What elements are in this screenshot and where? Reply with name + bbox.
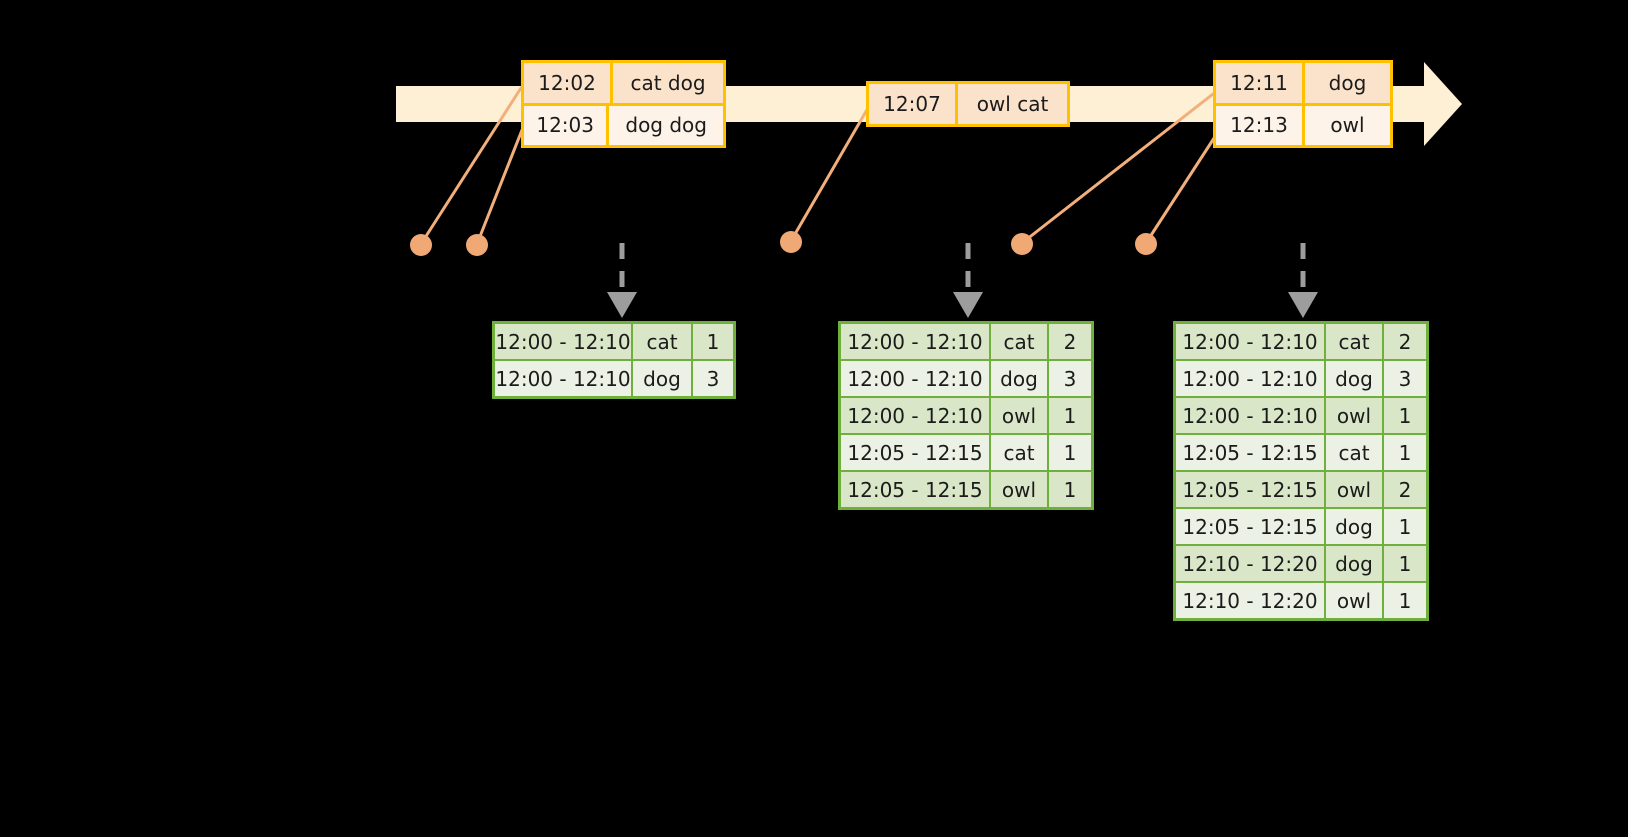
window-cell: 12:00 - 12:10 [1176, 361, 1324, 396]
event-row: 12:13 owl [1216, 102, 1390, 145]
event-time: 12:13 [1216, 105, 1305, 145]
window-cell: 12:00 - 12:10 [1176, 398, 1324, 433]
word-cell: dog [1326, 546, 1382, 581]
window-cell: 12:10 - 12:20 [1176, 583, 1324, 618]
event-time: 12:11 [1216, 63, 1305, 103]
event-words: dog dog [625, 113, 707, 138]
window-cell: 12:05 - 12:15 [841, 472, 989, 507]
word-cell: cat [991, 324, 1047, 359]
word-cell: owl [1326, 472, 1382, 507]
count-cell: 1 [1384, 583, 1426, 618]
word-cell: owl [991, 398, 1047, 433]
flow-arrow-head-2 [953, 292, 983, 318]
count-cell: 1 [1049, 398, 1091, 433]
count-cell: 3 [693, 361, 733, 396]
word-cell: cat [991, 435, 1047, 470]
event-row: 12:11 dog [1216, 63, 1390, 103]
event-marker-1 [410, 234, 432, 256]
count-cell: 1 [1049, 472, 1091, 507]
word-cell: dog [991, 361, 1047, 396]
event-time: 12:02 [524, 63, 613, 103]
event-marker-5 [1135, 233, 1157, 255]
count-cell: 1 [693, 324, 733, 359]
window-cell: 12:05 - 12:15 [1176, 509, 1324, 544]
event-row: 12:02 cat dog [524, 63, 723, 103]
window-cell: 12:05 - 12:15 [1176, 435, 1324, 470]
window-cell: 12:00 - 12:10 [495, 324, 631, 359]
event-row: 12:07 owl cat [869, 84, 1067, 124]
count-cell: 1 [1384, 509, 1426, 544]
word-cell: owl [1326, 398, 1382, 433]
count-cell: 1 [1384, 435, 1426, 470]
event-time: 12:07 [869, 84, 958, 124]
connector-line-2 [475, 123, 526, 246]
word-cell: cat [1326, 324, 1382, 359]
connector-line-4 [1020, 92, 1215, 245]
event-time: 12:03 [524, 105, 610, 145]
connector-line-5 [1144, 130, 1220, 245]
count-cell: 3 [1384, 361, 1426, 396]
count-cell: 1 [1049, 435, 1091, 470]
event-marker-3 [780, 231, 802, 253]
word-cell: cat [1326, 435, 1382, 470]
count-cell: 2 [1384, 324, 1426, 359]
event-box-1[interactable]: 12:02 cat dog 12:03 dog dog [521, 60, 726, 148]
word-cell: cat [633, 324, 691, 359]
event-box-3[interactable]: 12:11 dog 12:13 owl [1213, 60, 1393, 148]
flow-arrow-head-3 [1288, 292, 1318, 318]
count-cell: 1 [1384, 398, 1426, 433]
event-words: owl cat [976, 92, 1049, 116]
window-cell: 12:05 - 12:15 [841, 435, 989, 470]
window-cell: 12:00 - 12:10 [495, 361, 631, 396]
event-words: cat dog [630, 70, 706, 95]
count-cell: 2 [1384, 472, 1426, 507]
event-marker-4 [1011, 233, 1033, 255]
event-box-2[interactable]: 12:07 owl cat [866, 81, 1070, 127]
window-cell: 12:00 - 12:10 [841, 361, 989, 396]
event-marker-2 [466, 234, 488, 256]
window-cell: 12:10 - 12:20 [1176, 546, 1324, 581]
timeline-graphics [396, 62, 1462, 318]
connector-line-3 [789, 106, 870, 243]
word-cell: owl [1326, 583, 1382, 618]
word-cell: dog [1326, 509, 1382, 544]
count-cell: 1 [1384, 546, 1426, 581]
count-cell: 3 [1049, 361, 1091, 396]
event-words: dog [1328, 70, 1367, 95]
count-cell: 2 [1049, 324, 1091, 359]
connector-line-1 [419, 86, 523, 246]
word-cell: owl [991, 472, 1047, 507]
window-cell: 12:00 - 12:10 [841, 398, 989, 433]
window-cell: 12:00 - 12:10 [1176, 324, 1324, 359]
event-words: owl [1330, 113, 1365, 138]
window-cell: 12:00 - 12:10 [841, 324, 989, 359]
word-cell: dog [633, 361, 691, 396]
window-cell: 12:05 - 12:15 [1176, 472, 1324, 507]
word-cell: dog [1326, 361, 1382, 396]
flow-arrow-head-1 [607, 292, 637, 318]
event-row: 12:03 dog dog [524, 102, 723, 145]
